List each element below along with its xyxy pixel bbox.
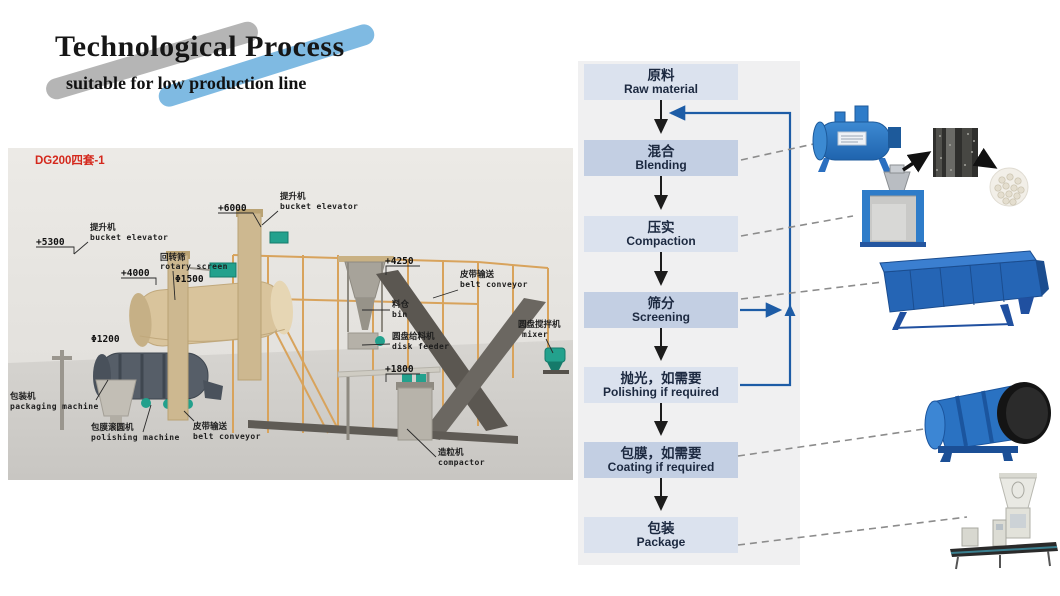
elevation-label-5300: +5300 [36,237,65,248]
production-line-render: DG200四套-1 +5300 提升机 bucket elevator +400… [8,148,573,480]
step-label-en: Screening [631,309,691,324]
render-model-tag: DG200四套-1 [35,153,105,167]
elevation-label-4000: +4000 [121,268,150,279]
flow-step-coating: 包膜，如需要 Coating if required [584,442,738,478]
label-rotary-screen-cn: 回转筛 [160,252,186,263]
step-label-en: Raw material [623,81,699,96]
page-subtitle: suitable for low production line [66,73,307,93]
elevation-label-6000: +6000 [218,203,247,214]
bucket-elevator-left [166,251,237,421]
step-label-cn: 筛分 [647,295,675,311]
label-belt-conveyor2-en: belt conveyor [193,432,261,441]
label-mixer-en: mixer [522,329,548,339]
label-disk-feeder-en: disk feeder [392,341,449,351]
step-label-cn: 原料 [647,67,675,83]
rotary-screen-image [879,250,1049,330]
compacted-flakes-image [933,128,978,177]
granules-image [989,167,1029,207]
label-disk-feeder-cn: 圆盘给料机 [392,331,435,342]
roller-compactor-image [860,164,926,247]
page-title: Technological Process [55,30,345,63]
label-packaging-machine-cn: 包装机 [10,391,36,402]
flow-step-screening: 筛分 Screening [584,292,738,328]
flow-step-polishing: 抛光，如需要 Polishing if required [584,367,738,403]
step-label-cn: 压实 [647,219,675,235]
label-belt-conveyor2-cn: 皮带输送 [192,421,228,432]
flow-step-blending: 混合 Blending [584,140,738,176]
step-label-cn: 抛光，如需要 [620,370,702,386]
step-label-en: Polishing if required [602,384,719,399]
elevation-label-1800: +1800 [385,364,414,375]
label-belt-conveyor1-en: belt conveyor [460,280,528,289]
callout-lines [36,210,554,458]
label-compactor-cn: 造粒机 [438,447,464,458]
step-label-en: Coating if required [607,459,715,474]
label-rotary-screen-en: rotary screen [160,262,228,271]
diameter-label-1200: Φ1200 [91,334,120,345]
blender-nameplate [837,131,867,146]
step-label-cn: 包膜，如需要 [620,445,702,461]
elevation-label-4250: +4250 [385,256,414,267]
blender-image [812,105,901,172]
step-label-cn: 混合 [647,143,675,159]
step-label-en: Compaction [626,233,696,248]
label-compactor-en: compactor [438,458,485,467]
label-polishing-machine-en: polishing machine [91,432,180,442]
flow-step-package: 包装 Package [584,517,738,553]
label-packaging-machine-en: packaging machine [10,401,99,411]
step-label-en: Package [636,534,686,549]
label-bucket-elevator1-en: bucket elevator [90,233,168,242]
packing-machine-image [950,473,1058,570]
bin-hopper [338,256,394,332]
flow-step-raw-material: 原料 Raw material [584,64,738,100]
step-label-cn: 包装 [647,520,675,536]
label-bin-cn: 料仓 [392,299,410,310]
flow-step-compaction: 压实 Compaction [584,216,738,252]
label-bin-en: bin [392,309,408,319]
label-bucket-elevator2-en: bucket elevator [280,202,358,211]
inclined-conveyors [248,270,546,444]
packaging-machine-render [52,350,137,430]
step-label-en: Blending [635,157,687,172]
compactor-render [396,374,434,441]
label-bucket-elevator2-cn: 提升机 [280,191,306,202]
process-photo-arrows [902,147,998,173]
label-belt-conveyor1-cn: 皮带输送 [459,269,495,280]
label-bucket-elevator1-cn: 提升机 [90,222,116,233]
label-polishing-machine-cn: 包膜滚圆机 [91,422,134,433]
polishing-drum-image [924,382,1051,462]
diameter-label-1500: Φ1500 [175,274,204,285]
label-mixer-cn: 圆盘搅拌机 [518,319,561,330]
mixer-render [543,347,569,374]
